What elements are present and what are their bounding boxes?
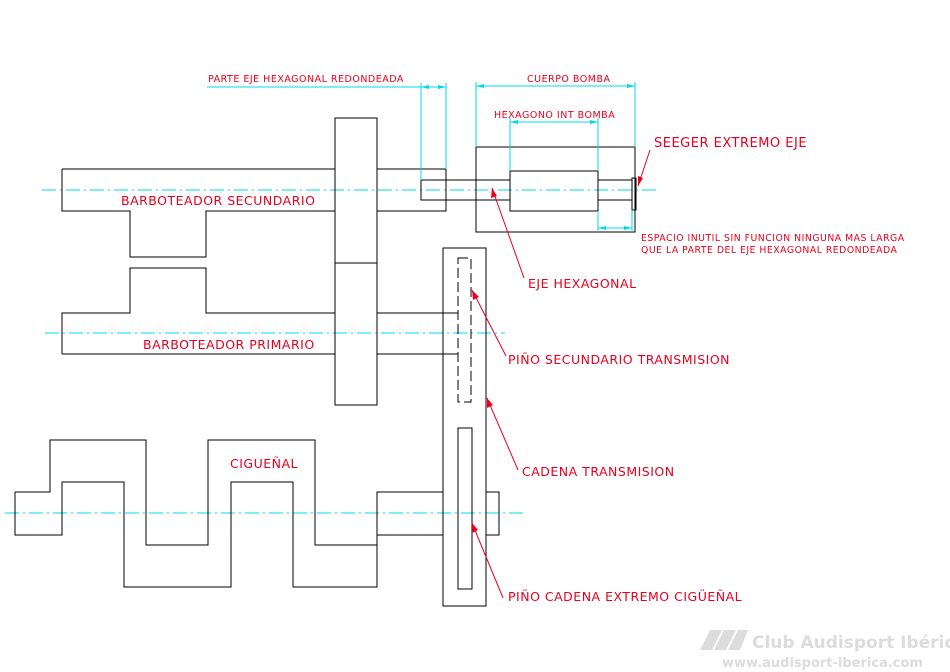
- label-pino-cadena: PIÑO CADENA EXTREMO CIGÜEÑAL: [508, 588, 742, 604]
- label-cuerpo-bomba: CUERPO BOMBA: [527, 74, 610, 85]
- label-barboteador-secundario: BARBOTEADOR SECUNDARIO: [121, 193, 315, 208]
- dimension-arrows: [421, 84, 635, 230]
- audisport-logo-icon: [700, 630, 748, 650]
- watermark-club-name: Club Audisport Ibérica: [752, 633, 950, 653]
- label-ciguenal: CIGUEÑAL: [230, 456, 298, 471]
- leader-pino-secundario: [471, 289, 507, 357]
- hexagono-int-bomba: [509, 170, 599, 212]
- outlines: [14, 117, 637, 607]
- label-parte-eje-hexagonal: PARTE EJE HEXAGONAL REDONDEADA: [208, 74, 404, 85]
- seeger-clip: [631, 177, 637, 211]
- arrow-cuerpo-right: [627, 84, 635, 88]
- leader-arrows: [472, 176, 643, 533]
- arrow-hexagono-left: [510, 120, 518, 124]
- hex-shaft-rounded: [420, 179, 447, 201]
- arrow-parte-eje-right: [438, 85, 446, 89]
- shaft-primario: [377, 312, 458, 355]
- centerlines: [5, 189, 660, 514]
- pino-cadena-inner: [457, 427, 473, 590]
- leader-pino-cadena: [471, 522, 504, 599]
- leader-eje-hexagonal: [491, 187, 525, 279]
- arrow-cuerpo-left: [476, 84, 484, 88]
- gear-block-lower: [334, 262, 378, 406]
- watermark: Club Audisport Ibérica www.audisport-ibe…: [700, 630, 950, 671]
- label-espacio-inutil-1: ESPACIO INUTIL SIN FUNCION NINGUNA MAS L…: [641, 233, 905, 244]
- dimensions: [207, 82, 636, 232]
- arrowhead-pino-cadena: [472, 523, 478, 533]
- pino-secundario-inner: [457, 257, 472, 403]
- arrowhead-eje-hexagonal: [491, 188, 497, 198]
- label-espacio-inutil-2: QUE LA PARTE DEL EJE HEXAGONAL REDONDEAD…: [641, 245, 897, 256]
- leaders: [471, 149, 651, 599]
- barboteador-secundario-body: [61, 168, 335, 258]
- arrow-hexagono-right: [590, 120, 598, 124]
- arrow-espacio-left: [598, 226, 606, 230]
- label-seeger-extremo-eje: SEEGER EXTREMO EJE: [654, 136, 807, 151]
- arrowhead-cadena: [487, 398, 493, 408]
- label-eje-hexagonal: EJE HEXAGONAL: [528, 276, 637, 291]
- label-hexagono-int-bomba: HEXAGONO INT BOMBA: [494, 110, 615, 121]
- cuerpo-bomba: [475, 146, 636, 233]
- leader-cadena: [486, 397, 519, 471]
- ciguenal-body: [14, 439, 500, 588]
- label-barboteador-primario: BARBOTEADOR PRIMARIO: [143, 337, 315, 352]
- watermark-url: www.audisport-iberica.com: [722, 656, 923, 671]
- arrow-parte-eje-left: [421, 85, 429, 89]
- arrowhead-pino-secundario: [472, 290, 479, 300]
- barboteador-primario-body: [61, 267, 335, 355]
- label-pino-secundario: PIÑO SECUNDARIO TRANSMISION: [508, 352, 730, 367]
- arrow-espacio-right: [624, 226, 632, 230]
- arrowhead-seeger: [638, 176, 643, 186]
- cadena-transmision-outline: [442, 247, 487, 607]
- annotation-labels: BARBOTEADOR SECUNDARIO BARBOTEADOR PRIMA…: [121, 74, 905, 604]
- label-cadena-transmision: CADENA TRANSMISION: [522, 464, 675, 479]
